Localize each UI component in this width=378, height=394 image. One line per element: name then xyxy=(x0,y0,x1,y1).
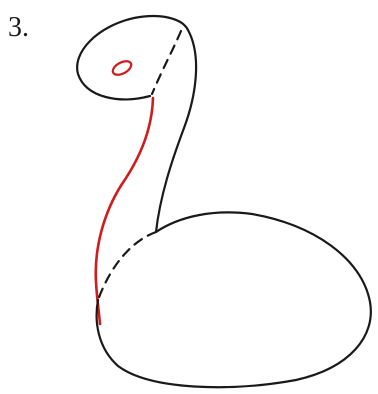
neck-curve xyxy=(96,98,153,324)
body-outline xyxy=(97,212,371,387)
head-outline xyxy=(77,16,188,99)
head-hidden-edge xyxy=(152,31,181,94)
body-junction-hidden xyxy=(98,232,156,300)
neck-right-outline xyxy=(156,30,196,232)
head-loop xyxy=(111,58,134,77)
